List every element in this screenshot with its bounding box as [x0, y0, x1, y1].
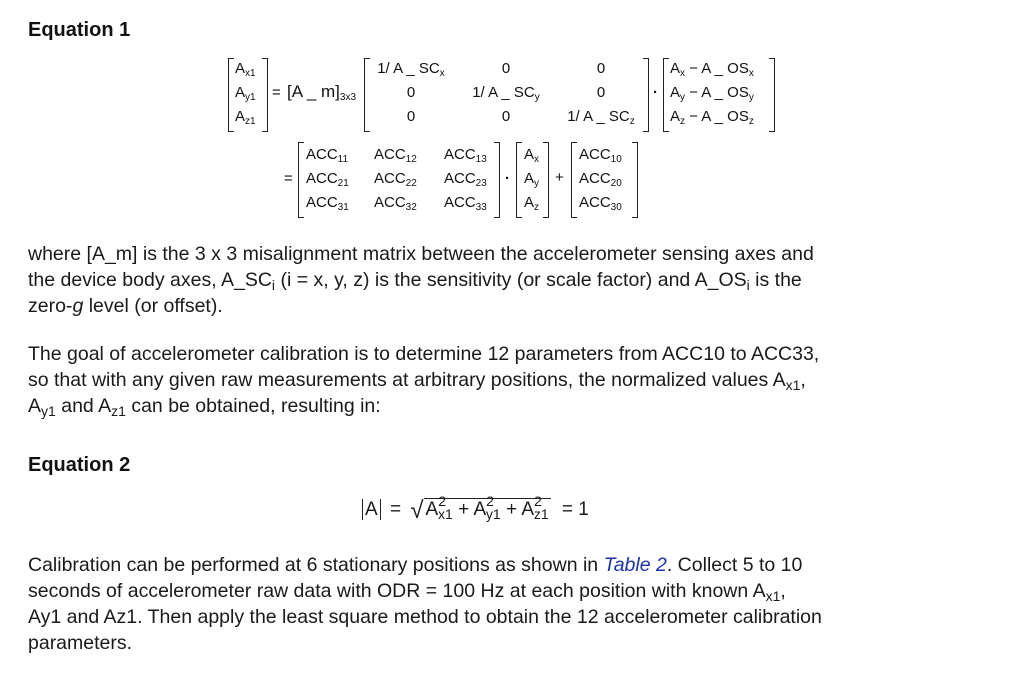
offset-vector-row: Ax − A _ OSx [670, 60, 754, 79]
acc-matrix-cell: ACC23 [444, 170, 487, 189]
offset-vector-row: Az − A _ OSz [670, 108, 754, 127]
scale-matrix-cell: 0 [406, 108, 416, 125]
acc-matrix-cell: ACC32 [374, 194, 417, 213]
bracket-left [571, 142, 577, 218]
dot-operator: · [653, 84, 658, 101]
lhs-ax1: Ax1 [235, 60, 256, 79]
acc-matrix-cell: ACC12 [374, 146, 417, 165]
acc-offset-cell: ACC20 [579, 170, 622, 189]
scale-matrix-cell: 0 [406, 84, 416, 101]
bracket-left [364, 58, 370, 132]
acc-matrix-cell: ACC31 [306, 194, 349, 213]
acc-matrix-cell: ACC22 [374, 170, 417, 189]
equation-1-formula: Ax1 Ay1 Az1 = [A _ m]3x3 1/ A _ SCx 0 0 … [0, 0, 1024, 230]
acc-matrix-cell: ACC33 [444, 194, 487, 213]
magnitude: A [362, 499, 381, 520]
acc-matrix-cell: ACC21 [306, 170, 349, 189]
raw-vector-cell: Ay [524, 170, 540, 189]
acc-matrix-cell: ACC13 [444, 146, 487, 165]
scale-matrix-cell: 1/ A _ SCz [567, 108, 635, 127]
raw-vector-cell: Az [524, 194, 540, 213]
bracket-left [298, 142, 304, 218]
equals-sign: = [284, 170, 293, 187]
radicand: A2x1 + A2y1 + A2z1 [423, 493, 551, 522]
bracket-right [769, 58, 775, 132]
paragraph-calibration-goal: The goal of accelerometer calibration is… [28, 343, 820, 419]
scale-matrix-cell: 1/ A _ SCy [472, 84, 540, 103]
scale-matrix-cell: 1/ A _ SCx [377, 60, 445, 79]
bracket-right [543, 142, 549, 218]
lhs-az1: Az1 [235, 108, 256, 127]
misalignment-matrix: [A _ m]3x3 [287, 82, 357, 103]
scale-matrix-cell: 0 [501, 108, 511, 125]
bracket-right [632, 142, 638, 218]
scale-matrix-cell: 0 [501, 60, 511, 77]
equation-2-formula: A = √A2x1 + A2y1 + A2z1 = 1 [362, 493, 589, 524]
acc-matrix-cell: ACC11 [306, 146, 349, 165]
sqrt-icon: √ [410, 497, 424, 524]
equals-sign: = [272, 84, 281, 101]
bracket-right [494, 142, 500, 218]
equation-1-heading: Equation 1 [28, 19, 131, 41]
dot-operator: · [505, 170, 510, 187]
lhs-ay1: Ay1 [235, 84, 256, 103]
paragraph-calibration-procedure: Calibration can be performed at 6 statio… [28, 554, 822, 654]
equation-2-heading: Equation 2 [28, 454, 131, 476]
offset-vector-row: Ay − A _ OSy [670, 84, 754, 103]
bracket-right [262, 58, 268, 132]
scale-matrix-cell: 0 [596, 84, 606, 101]
bracket-right [643, 58, 649, 132]
acc-offset-cell: ACC30 [579, 194, 622, 213]
plus-operator: + [555, 169, 564, 186]
table-2-link[interactable]: Table 2 [603, 554, 667, 576]
acc-offset-cell: ACC10 [579, 146, 622, 165]
paragraph-misalignment: where [A_m] is the 3 x 3 misalignment ma… [28, 243, 814, 317]
bracket-left [516, 142, 522, 218]
raw-vector-cell: Ax [524, 146, 540, 165]
bracket-left [663, 58, 669, 132]
scale-matrix-cell: 0 [596, 60, 606, 77]
bracket-left [228, 58, 234, 132]
